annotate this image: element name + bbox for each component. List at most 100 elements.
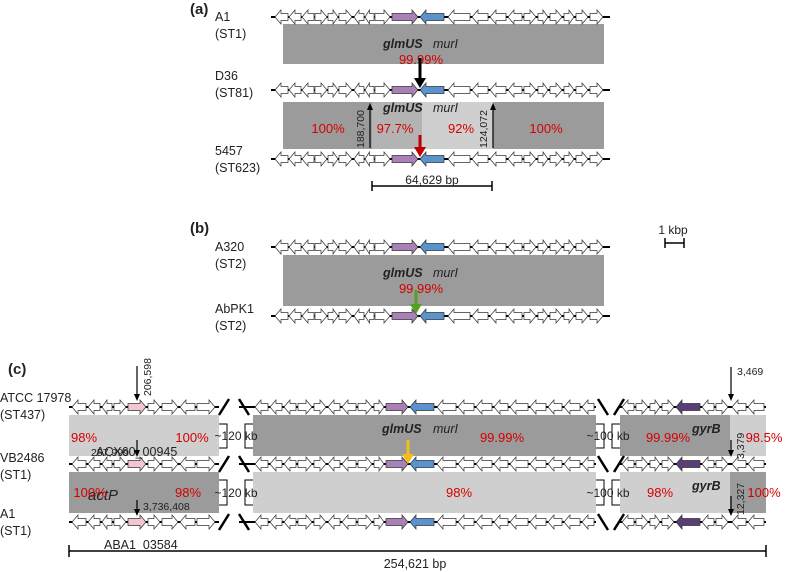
gene-arrow (537, 8, 549, 26)
gene-arrow (179, 514, 196, 530)
gene-arrow (575, 82, 589, 98)
gene-arrow (507, 239, 523, 255)
id-right-top-b: 98.5% (746, 430, 783, 445)
panel-a-red-arrow (414, 135, 426, 157)
panel-c-coord-arrow-206 (134, 366, 140, 401)
gene-arrow (731, 399, 747, 415)
gyrb-label-bottom: gyrB (691, 479, 720, 493)
gene-arrow (507, 308, 523, 324)
id-left-bot-a: 100% (73, 485, 107, 500)
gene-arrow (529, 399, 547, 415)
strain-vb2486-name: VB2486 (0, 451, 45, 465)
panel-a-identity-1: 100% (311, 121, 345, 136)
gene-arrow (288, 9, 302, 25)
panel-c-track-vb2486 (69, 455, 766, 473)
gene-arrow (471, 82, 489, 98)
gene-arrow (621, 399, 635, 415)
gene-arrow (113, 456, 127, 472)
coord-12327: 12,327 (735, 483, 747, 515)
gene-arrow (313, 514, 327, 530)
gene-arrow (161, 456, 179, 472)
gene-arrow (196, 456, 216, 472)
muri-gene-arrow (419, 82, 445, 98)
panel-b-track-abpk1 (271, 307, 610, 325)
gene-arrow (301, 151, 315, 167)
gene-arrow (589, 82, 604, 98)
panel-a-identity-2: 97.7% (377, 121, 414, 136)
gene-arrow (327, 399, 341, 415)
gene-arrow (357, 456, 373, 472)
gene-arrow (509, 399, 529, 415)
gene-arrow (563, 307, 575, 325)
gene-arrow (196, 514, 216, 530)
gene-arrow (493, 514, 509, 530)
gene-arrow (563, 399, 581, 415)
gene-arrow (274, 151, 289, 167)
gene-arrow (563, 456, 581, 472)
gene-arrow (563, 8, 575, 26)
id-right-top-a: 99.99% (646, 430, 691, 445)
gene-arrow (313, 456, 327, 472)
panel-a-identity-4: 100% (529, 121, 563, 136)
gap-100-top: ~100 kb (586, 429, 629, 443)
gene-arrow (327, 307, 339, 325)
strain-a320-name: A320 (215, 240, 244, 254)
glmus-gene-arrow (385, 514, 409, 530)
strain-a1c-name: A1 (0, 507, 15, 521)
panel-b-identity: 99.99% (399, 281, 444, 296)
gene-arrow (374, 82, 391, 98)
panel-a-glmus-label-top: glmUS (382, 37, 423, 51)
gene-arrow (635, 456, 649, 472)
gene-arrow (179, 399, 196, 415)
panel-c-coord-arrow-3736 (134, 500, 140, 516)
glmus-gene-arrow (385, 456, 409, 472)
gene-actp: actP (88, 487, 118, 504)
gene-arrow (113, 399, 127, 415)
id-mid-top: 99.99% (480, 430, 525, 445)
gene-arrow (471, 9, 489, 25)
gene-arrow (575, 308, 589, 324)
gene-arrow (327, 150, 339, 168)
gene-arrow (297, 399, 313, 415)
panel-b-muri-label: murI (433, 266, 459, 280)
gap-100-bottom: ~100 kb (586, 486, 629, 500)
gene-arrow (161, 399, 179, 415)
gene-arrow (529, 514, 547, 530)
gene-arrow (549, 82, 563, 98)
gene-arrow (374, 9, 391, 25)
panel-a-homology-block-left (283, 102, 372, 149)
gene-arrow (101, 513, 113, 531)
gene-arrow (575, 239, 589, 255)
gene-arrow (341, 456, 357, 472)
strain-abpk1-name: AbPK1 (215, 302, 254, 316)
panel-c-right-block-top-a (620, 415, 730, 456)
gene-arrow (747, 456, 765, 472)
gene-arrow (301, 239, 315, 255)
gene-arrow (701, 456, 715, 472)
gene-arrow (353, 307, 365, 325)
panel-a-coord-arrow-right (490, 103, 496, 148)
gene-arrow (297, 514, 313, 530)
gene-arrow (314, 308, 328, 324)
gene-arrow (364, 8, 375, 26)
gene-arrow (457, 514, 475, 530)
panel-a-track-a1 (271, 8, 610, 26)
panel-a-homology-block-low (422, 102, 493, 149)
id-left-bot-b: 98% (175, 485, 201, 500)
gene-arrow (283, 399, 297, 415)
gene-arrow (621, 456, 635, 472)
panel-a-coord-arrow-left (367, 103, 373, 148)
gene-arrow (649, 513, 661, 531)
gene-arrow (269, 514, 283, 530)
gene-arrow (71, 399, 87, 415)
gene-arrow (471, 151, 489, 167)
gene-arrow (507, 9, 523, 25)
gene-arrow (87, 514, 101, 530)
gene-arrow (547, 456, 563, 472)
gene-arrow (338, 308, 353, 324)
gene-arrow (147, 456, 161, 472)
panel-a-identity-3: 92% (448, 121, 474, 136)
gene-arrow (537, 307, 549, 325)
panel-b-green-arrow (410, 290, 422, 314)
gene-arrow (549, 9, 563, 25)
